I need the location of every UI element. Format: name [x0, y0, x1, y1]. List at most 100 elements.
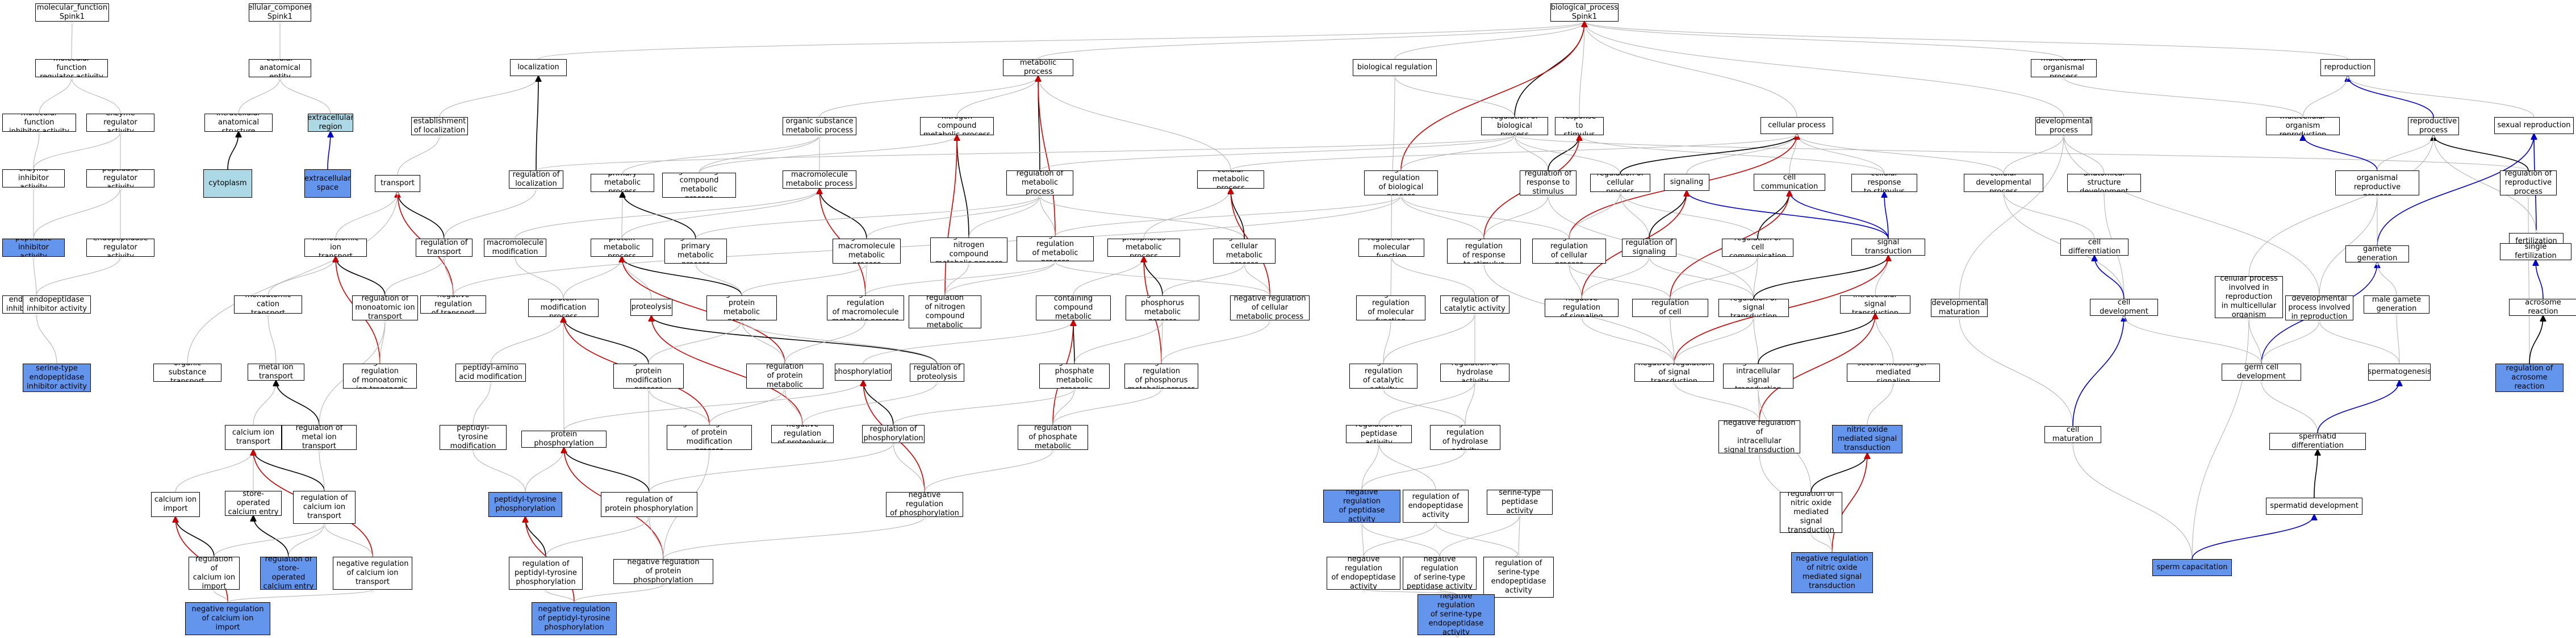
- edge-is-a: [214, 524, 324, 557]
- go-term-neg-reg-cell-communication: negative regulation of cell communicatio…: [1632, 299, 1708, 317]
- go-term-regulation-of-protein-phosphorylation: regulation of protein phosphorylation: [601, 492, 697, 517]
- go-term-neg-reg-protein-modification-process: negative regulation of protein modificat…: [667, 425, 752, 450]
- go-term-neg-reg-cellular-process: negative regulation of cellular process: [1532, 239, 1606, 264]
- go-term-bp-root: biological_process Spink1: [1550, 3, 1619, 22]
- edge-is-a: [893, 443, 925, 493]
- go-term-cell-maturation: cell maturation: [2044, 426, 2101, 443]
- go-term-response-to-stimulus: response to stimulus: [1555, 117, 1604, 135]
- edge-is-a: [785, 389, 803, 426]
- go-term-regulation-of-phosphorus-metabolic-process: regulation of phosphorus metabolic proce…: [1126, 295, 1199, 320]
- edge-regulates: [1620, 134, 1797, 174]
- go-term-cellular-developmental-process: cellular developmental process: [1964, 174, 2043, 192]
- edge-is-a: [2192, 318, 2249, 560]
- edge-is-a: [1401, 195, 1570, 239]
- go-term-cytoplasm: cytoplasm: [203, 169, 252, 198]
- edge-is-a: [1797, 134, 2004, 174]
- go-term-neg-reg-peptidase-activity: negative regulation of peptidase activit…: [1323, 490, 1400, 523]
- go-term-regulation-of-signal-transduction: regulation of signal transduction: [1718, 299, 1789, 317]
- edge-is-a: [1674, 317, 1754, 364]
- edge-regulates: [863, 381, 894, 426]
- edge-is-a: [1867, 382, 1893, 426]
- edge-is-a: [1162, 264, 1244, 296]
- go-term-peptidyl-tyrosine-phosphorylation: peptidyl-tyrosine phosphorylation: [488, 492, 562, 517]
- edge-negatively-regulates: [1759, 314, 1875, 421]
- go-term-developmental-process-in-reproduction: developmental process involved in reprod…: [2285, 295, 2353, 320]
- edge-is-a: [1378, 382, 1475, 426]
- go-term-peptidyl-tyrosine-modification: peptidyl-tyrosine modification: [440, 425, 507, 450]
- edge-is-a: [473, 450, 526, 493]
- edge-is-a: [2261, 320, 2319, 364]
- go-term-regulation-of-localization: regulation of localization: [509, 170, 563, 189]
- go-term-signaling: signaling: [1664, 174, 1709, 191]
- edge-regulates: [253, 450, 325, 491]
- go-term-calcium-ion-import: calcium ion import: [151, 492, 200, 517]
- edge-is-a: [1483, 195, 1548, 239]
- go-term-intracellular-signal-transduction: intracellular signal transduction: [1840, 295, 1910, 314]
- edge-is-a: [563, 317, 564, 431]
- edge-positively-regulates: [2303, 135, 2378, 171]
- edge-is-a: [288, 524, 324, 557]
- edge-regulates: [651, 316, 938, 364]
- edge-positively-regulates: [327, 132, 331, 170]
- edge-is-a: [2064, 135, 2105, 174]
- go-term-enzyme-inhibitor: enzyme inhibitor activity: [2, 169, 65, 187]
- edge-is-a: [802, 382, 937, 426]
- edge-negatively-regulates: [651, 316, 803, 426]
- edge-is-a: [1038, 76, 1231, 171]
- edge-is-a: [944, 261, 1055, 296]
- go-term-endopeptidase-regulator: endopeptidase regulator activity: [86, 239, 154, 257]
- go-term-regulation-of-primary-metabolic-process: regulation of primary metabolic process: [664, 239, 727, 264]
- edge-is-a: [563, 381, 863, 431]
- edge-is-a: [1959, 135, 2064, 299]
- edge-is-a: [1582, 317, 1675, 364]
- go-term-cellular-process: cellular process: [1760, 117, 1833, 134]
- edge-regulates: [536, 76, 538, 171]
- edge-is-a: [2528, 195, 2529, 364]
- go-term-neg-reg-hydrolase-activity: negative regulation of hydrolase activit…: [1430, 425, 1500, 450]
- go-term-macromolecule-metabolic-process: macromolecule metabolic process: [783, 170, 856, 189]
- edge-positively-regulates: [2536, 260, 2544, 299]
- edge-is-a: [649, 443, 893, 493]
- edge-is-a: [490, 317, 563, 364]
- edge-is-a: [36, 257, 120, 296]
- edge-is-a: [1143, 189, 1231, 239]
- edge-negatively-regulates: [1038, 76, 1056, 237]
- go-term-protein-modification-process: protein modification process: [528, 299, 599, 317]
- edge-is-a: [227, 590, 373, 603]
- go-term-neg-reg-molecular-function: negative regulation of molecular functio…: [1356, 295, 1425, 320]
- go-term-organic-substance-metabolic-process: organic substance metabolic process: [783, 117, 856, 135]
- edge-is-a: [1052, 389, 1074, 426]
- go-term-neg-reg-biological-process: negative regulation of biological proces…: [1364, 170, 1438, 195]
- go-term-single-fertilization: single fertilization: [2500, 243, 2571, 260]
- edge-is-a: [453, 195, 1401, 296]
- edge-is-a: [622, 135, 819, 174]
- go-term-enzyme-regulator: enzyme regulator activity: [86, 114, 154, 132]
- go-term-regulation-of-response-to-stimulus: regulation of response to stimulus: [1520, 170, 1576, 195]
- go-term-cell-differentiation: cell differentiation: [2060, 239, 2128, 256]
- edge-is-a: [2348, 76, 2535, 118]
- edge-is-a: [1055, 195, 1401, 237]
- edge-is-a: [1569, 264, 1582, 299]
- edge-regulates: [564, 448, 650, 493]
- edge-is-a: [1161, 320, 1270, 364]
- edge-is-a: [545, 517, 649, 557]
- edge-is-a: [214, 590, 228, 603]
- go-term-regulation-of-calcium-ion-import: regulation of calcium ion import: [189, 557, 240, 590]
- go-term-regulation-of-signaling: regulation of signaling: [1622, 239, 1676, 257]
- edge-is-a: [238, 77, 280, 114]
- edge-is-a: [865, 261, 1055, 296]
- edge-regulates: [1753, 256, 1888, 299]
- edge-is-a: [1395, 76, 1515, 118]
- go-term-reg-monoatomic-ion-transport: regulation of monoatomic ion transport: [352, 295, 418, 320]
- edge-is-a: [34, 257, 37, 296]
- go-term-gamete-generation: gamete generation: [2345, 245, 2409, 262]
- go-term-protein-metabolic-process: protein metabolic process: [591, 239, 653, 257]
- edge-positively-regulates: [1884, 192, 1889, 239]
- go-term-cellular-response-to-stimulus: cellular response to stimulus: [1851, 174, 1917, 192]
- edge-is-a: [699, 135, 957, 173]
- edge-regulates: [819, 189, 867, 239]
- go-term-regulation-of-endopeptidase-activity: regulation of endopeptidase activity: [1403, 490, 1469, 523]
- go-term-cc-root: cellular_component Spink1: [249, 3, 311, 22]
- go-term-reg-intracellular-signal-transduction: regulation of intracellular signal trans…: [1723, 364, 1793, 389]
- edge-positively-regulates: [1789, 191, 1889, 239]
